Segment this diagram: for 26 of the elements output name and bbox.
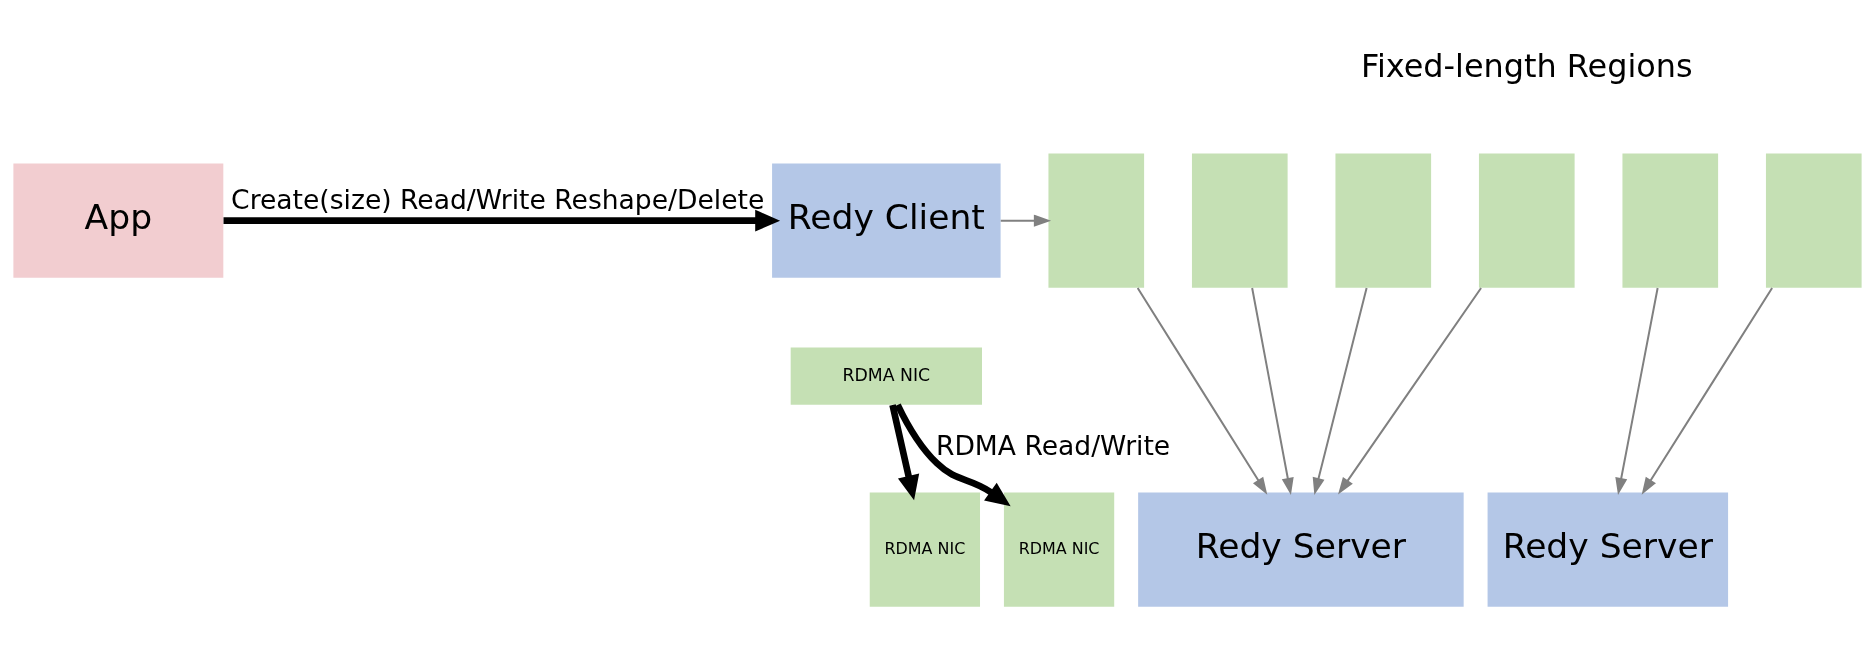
node-box: Redy Client	[772, 163, 1001, 278]
arrow	[223, 209, 781, 232]
node-box	[1335, 153, 1432, 288]
node-box: Redy Server	[1138, 491, 1464, 607]
arrow	[1641, 286, 1774, 495]
arrow	[1312, 286, 1368, 495]
arrow	[1251, 286, 1294, 495]
arrow	[1338, 286, 1483, 495]
node-box	[1622, 153, 1719, 288]
node-box	[1765, 153, 1862, 288]
node-box: RDMA NIC	[1003, 491, 1115, 607]
node-box: Redy Server	[1487, 491, 1729, 607]
arrow	[1136, 286, 1268, 495]
label: Fixed-length Regions	[1361, 46, 1693, 85]
node-box: App	[13, 163, 224, 278]
node-box	[1191, 153, 1288, 288]
node-box	[1478, 153, 1575, 288]
node-box: RDMA NIC	[790, 347, 982, 405]
arrow	[999, 214, 1052, 227]
arrow	[1615, 286, 1659, 495]
edge-label: RDMA Read/Write	[935, 429, 1171, 461]
edge-label: Create(size) Read/Write Reshape/Delete	[231, 183, 765, 215]
node-box: RDMA NIC	[869, 491, 980, 607]
node-box	[1048, 153, 1145, 288]
arrow	[889, 403, 920, 500]
arrow	[894, 402, 1011, 506]
